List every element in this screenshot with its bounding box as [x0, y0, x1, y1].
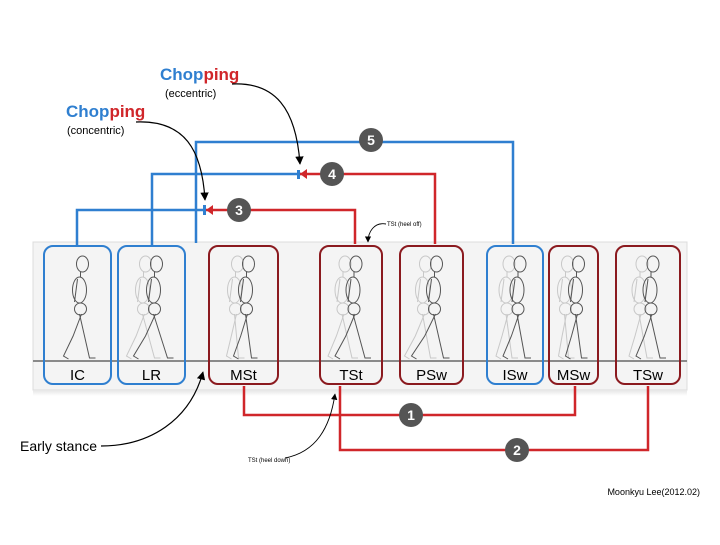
phase-box [117, 245, 186, 385]
credit-text: Moonkyu Lee(2012.02) [607, 487, 700, 497]
phase-label: MSw [557, 367, 591, 384]
connection-badge-1: 1 [399, 403, 423, 427]
skeleton-figure [564, 255, 588, 360]
ghost-figure [557, 255, 575, 360]
phase-label: LR [142, 367, 161, 384]
skeleton-figure [334, 255, 371, 360]
phase-box [319, 245, 383, 385]
heel-down-annotation: TSt (heel down) [248, 393, 338, 464]
badge-5-label: 5 [367, 132, 375, 148]
phase-boxes: IC LR MSt TSt PSw ISw MSw TSw [43, 245, 681, 385]
chopping-eccentric-annotation: Chopping (eccentric) [160, 65, 304, 165]
phase-ic: IC [43, 245, 112, 385]
phase-isw: ISw [486, 245, 544, 385]
connection-badge-3: 3 [227, 198, 251, 222]
ghost-figure [403, 255, 437, 360]
connection-2-line [338, 386, 650, 452]
phase-tsw: TSw [615, 245, 681, 385]
connection-badge-5: 5 [359, 128, 383, 152]
phase-box [208, 245, 279, 385]
phase-box [486, 245, 544, 385]
red-connections-upper [206, 172, 437, 244]
early-stance-annotation: Early stance [20, 371, 206, 454]
phase-box [615, 245, 681, 385]
early-stance-arrow [100, 371, 206, 447]
ghost-figure [495, 255, 518, 360]
heel-off-label: TSt (heel off) [387, 222, 422, 228]
heel-down-label: TSt (heel down) [248, 458, 290, 464]
connection-4-blue-line [150, 172, 301, 245]
heel-down-arrow [284, 393, 338, 459]
early-stance-label: Early stance [20, 438, 97, 454]
phase-label: TSw [633, 367, 663, 384]
ghost-figure [225, 255, 245, 360]
phase-box [43, 245, 112, 385]
skeleton-figure [132, 255, 174, 360]
connection-badge-4: 4 [320, 162, 344, 186]
skeleton-figure [635, 255, 666, 360]
ghost-figure [327, 255, 358, 360]
chopping-concentric-title: Chopping [66, 102, 145, 121]
connection-3-red-line [206, 208, 357, 244]
phase-msw: MSw [548, 245, 599, 385]
badge-2-label: 2 [513, 442, 521, 458]
skeleton-figure [62, 255, 96, 360]
connection-4-red-line [299, 172, 437, 244]
chopping-concentric-subtitle: (concentric) [67, 125, 124, 137]
chopping-eccentric-title: Chopping [160, 65, 239, 84]
ghost-figure [628, 255, 653, 360]
phase-tst: TSt [319, 245, 383, 385]
ghost-figure [125, 255, 161, 360]
chopping-eccentric-arrow [231, 83, 304, 165]
joint-4-marker [297, 169, 307, 179]
connection-5-line [194, 140, 515, 244]
phase-psw: PSw [399, 245, 464, 385]
phase-label: TSt [339, 367, 363, 384]
phase-lr: LR [117, 245, 186, 385]
heel-off-annotation: TSt (heel off) [364, 222, 422, 243]
joint-3-marker [203, 205, 213, 215]
connection-3-blue-line [75, 208, 206, 245]
badge-4-label: 4 [328, 166, 336, 182]
chopping-concentric-arrow [135, 121, 209, 201]
skeleton-figure [502, 255, 531, 360]
phase-label: IC [70, 367, 85, 384]
connection-badge-2: 2 [505, 438, 529, 462]
blue-connections [75, 140, 515, 245]
chopping-eccentric-subtitle: (eccentric) [165, 88, 216, 100]
heel-off-arrow [364, 223, 387, 243]
phase-mst: MSt [208, 245, 279, 385]
phase-label: ISw [502, 367, 527, 384]
phase-box [548, 245, 599, 385]
phase-box [399, 245, 464, 385]
badge-3-label: 3 [235, 202, 243, 218]
phase-label: PSw [416, 367, 447, 384]
phase-label: MSt [230, 367, 258, 384]
skeleton-figure [410, 255, 450, 360]
phase-strip [32, 241, 688, 396]
chopping-concentric-annotation: Chopping (concentric) [66, 102, 209, 201]
skeleton-figure [232, 255, 258, 360]
badge-1-label: 1 [407, 407, 415, 423]
